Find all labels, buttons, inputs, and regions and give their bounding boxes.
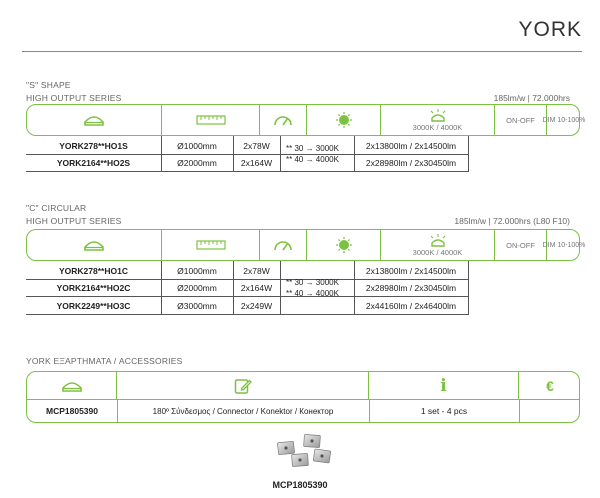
col-diameter <box>162 230 260 260</box>
col-luminaire <box>27 230 162 260</box>
top-divider <box>22 51 582 52</box>
col-onoff: ON-OFF <box>495 105 547 135</box>
col-power <box>260 230 307 260</box>
dim-header: DIM 10-100% <box>542 241 586 249</box>
c-row-1-diameter: Ø1000mm <box>177 265 217 276</box>
s-shape-label: "S" SHAPE <box>26 80 71 90</box>
s-series-label: HIGH OUTPUT SERIES <box>26 93 122 103</box>
col-dim: DIM 10-100% <box>543 105 586 135</box>
gauge-icon <box>274 116 292 126</box>
s-series-panel: 3000K / 4000K ON-OFF DIM 10-100% <box>26 104 586 136</box>
acc-col-qty: i <box>369 372 519 399</box>
box-icon <box>61 381 82 392</box>
accessories-title: YORK ΕΞΑΡΤΗΜΑΤΑ / ACCESSORIES <box>26 356 183 366</box>
c-efficiency: 185lm/w | 72.000hrs (L80 F10) <box>454 216 570 226</box>
col-led <box>307 105 381 135</box>
c-row-1-code: YORK278**HO1C <box>59 265 128 276</box>
cct-header: 3000K / 4000K <box>412 247 463 257</box>
brand-title: YORK <box>518 18 582 41</box>
s-cct-note-2: ** 40 → 4000K <box>286 155 339 164</box>
c-row-2-code: YORK2164**HO2C <box>56 283 131 293</box>
acc-row-description: 180º Σύνδεσμος / Connector / Konektor / … <box>152 406 334 416</box>
edit-icon <box>234 378 252 394</box>
c-cct-note-1: ** 30 → 3000K <box>286 278 339 287</box>
led-chip-icon <box>335 237 352 253</box>
c-row-1-power: 2x78W <box>243 265 270 276</box>
c-row-2-diameter: Ø2000mm <box>177 283 217 293</box>
c-row-2-power: 2x164W <box>240 283 273 293</box>
col-led <box>307 230 381 260</box>
lamp-light-icon <box>430 233 445 247</box>
ruler-icon <box>195 240 226 250</box>
c-row-2-flux: 2x28980lm / 2x30450lm <box>365 283 457 293</box>
accessories-panel: i € MCP1805390 180º Σύνδεσμος / Connecto… <box>26 371 580 423</box>
s-efficiency: 185lm/w | 72.000hrs <box>493 93 570 103</box>
col-cct: 3000K / 4000K <box>381 230 495 260</box>
c-cct-note-2: ** 40 → 4000K <box>286 289 339 298</box>
s-row-2-flux: 2x28980lm / 2x30450lm <box>365 158 457 168</box>
col-dim: DIM 10-100% <box>543 230 586 260</box>
acc-col-code <box>27 372 117 399</box>
ruler-icon <box>195 115 226 125</box>
s-row-2-power: 2x164W <box>240 158 273 168</box>
c-series-panel: 3000K / 4000K ON-OFF DIM 10-100% <box>26 229 586 261</box>
col-onoff: ON-OFF <box>495 230 547 260</box>
s-row-2-diameter: Ø2000mm <box>177 158 217 168</box>
accessory-image-caption: MCP1805390 <box>272 480 328 490</box>
c-shape-label: "C" CIRCULAR <box>26 203 87 213</box>
s-rows-grid: YORK278**HO1S Ø1000mm 2x78W 2x13800lm / … <box>26 136 580 172</box>
c-row-1-flux: 2x13800lm / 2x14500lm <box>365 265 457 276</box>
c-row-3-power: 2x249W <box>240 300 273 311</box>
s-row-1-power: 2x78W <box>243 140 270 151</box>
luminaire-icon <box>84 241 104 251</box>
col-diameter <box>162 105 260 135</box>
c-row-3-flux: 2x44160lm / 2x46400lm <box>365 300 457 311</box>
col-cct: 3000K / 4000K <box>381 105 495 135</box>
onoff-header: ON-OFF <box>506 240 535 250</box>
cct-header: 3000K / 4000K <box>412 122 463 132</box>
gauge-icon <box>274 241 292 251</box>
c-row-3-code: YORK2249**HO3C <box>56 300 131 311</box>
s-row-1-code: YORK278**HO1S <box>59 140 128 151</box>
dim-header: DIM 10-100% <box>542 116 586 124</box>
led-chip-icon <box>335 112 352 128</box>
s-row-1-flux: 2x13800lm / 2x14500lm <box>365 140 457 151</box>
s-row-1-diameter: Ø1000mm <box>177 140 217 151</box>
c-row-3-diameter: Ø3000mm <box>177 300 217 311</box>
luminaire-icon <box>84 116 104 126</box>
s-cct-note-1: ** 30 → 3000K <box>286 144 339 153</box>
connector-product-image <box>277 434 331 467</box>
c-series-label: HIGH OUTPUT SERIES <box>26 216 122 226</box>
col-luminaire <box>27 105 162 135</box>
onoff-header: ON-OFF <box>506 115 535 125</box>
col-power <box>260 105 307 135</box>
acc-row-code: MCP1805390 <box>46 406 98 416</box>
acc-col-description <box>117 372 369 399</box>
info-icon: i <box>440 375 447 396</box>
acc-row-qty: 1 set - 4 pcs <box>420 406 468 416</box>
acc-col-price: € <box>519 372 581 399</box>
lamp-light-icon <box>430 108 445 122</box>
euro-icon: € <box>546 377 554 394</box>
s-row-2-code: YORK2164**HO2S <box>56 158 131 168</box>
c-rows-grid: YORK278**HO1C Ø1000mm 2x78W 2x13800lm / … <box>26 261 580 315</box>
